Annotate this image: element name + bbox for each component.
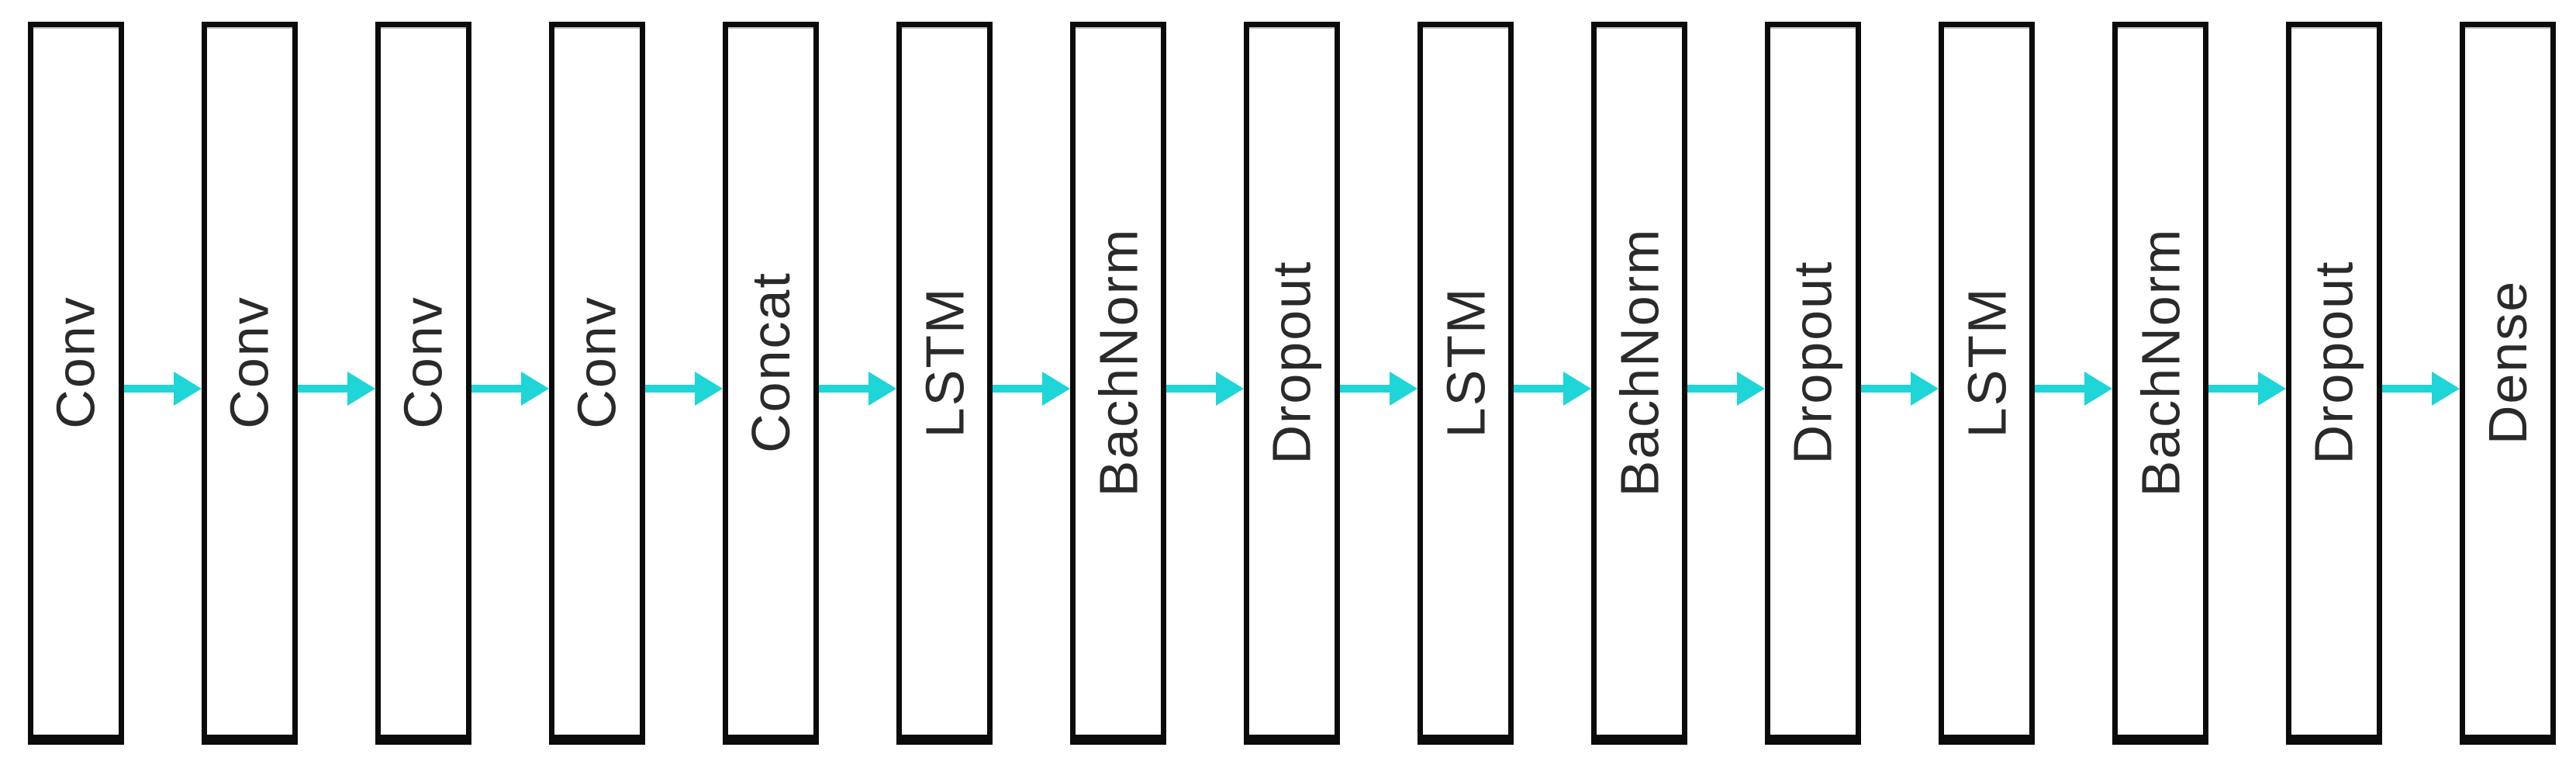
flow-arrow-icon — [1861, 372, 1939, 406]
arrow-shaft — [1166, 385, 1219, 393]
arrow-shaft — [1514, 385, 1566, 393]
arrow-head — [695, 372, 723, 406]
flow-arrow-icon — [1687, 372, 1765, 406]
flow-arrow-icon — [645, 372, 723, 406]
layer-label: Conv — [219, 296, 281, 429]
layer-box-dropout-7: Dropout — [1244, 22, 1340, 745]
arrow-shaft — [819, 385, 872, 393]
layer-box-lstm-8: LSTM — [1417, 22, 1514, 745]
flow-arrow-icon — [993, 372, 1070, 406]
arrow-shaft — [645, 385, 698, 393]
layer-box-concat-4: Concat — [723, 22, 819, 745]
layer-box-bachnorm-12: BachNorm — [2112, 22, 2208, 745]
layer-box-conv-0: Conv — [28, 22, 124, 745]
arrow-shaft — [2035, 385, 2087, 393]
flow-arrow-icon — [2208, 372, 2286, 406]
flow-arrow-icon — [124, 372, 202, 406]
layer-box-lstm-5: LSTM — [896, 22, 993, 745]
layer-label: LSTM — [1435, 286, 1497, 438]
layer-box-conv-1: Conv — [202, 22, 298, 745]
layer-box-dropout-10: Dropout — [1765, 22, 1861, 745]
arrow-head — [1042, 372, 1070, 406]
flow-arrow-icon — [819, 372, 896, 406]
layer-box-lstm-11: LSTM — [1939, 22, 2035, 745]
arrow-shaft — [1861, 385, 1914, 393]
arrow-shaft — [2208, 385, 2261, 393]
layer-box-bachnorm-9: BachNorm — [1591, 22, 1687, 745]
flow-arrow-icon — [1166, 372, 1244, 406]
layer-box-dropout-13: Dropout — [2286, 22, 2382, 745]
layer-label: BachNorm — [1609, 227, 1670, 497]
layer-label: Concat — [741, 272, 802, 453]
layer-label: Dense — [2478, 279, 2538, 445]
arrow-head — [2432, 372, 2460, 406]
layer-box-dense-14: Dense — [2460, 22, 2556, 745]
layer-box-bachnorm-6: BachNorm — [1070, 22, 1166, 745]
arrow-head — [174, 372, 202, 406]
arrow-shaft — [1340, 385, 1393, 393]
flow-arrow-icon — [1340, 372, 1417, 406]
flow-arrow-icon — [1514, 372, 1591, 406]
flow-arrow-icon — [2035, 372, 2112, 406]
flow-arrow-icon — [471, 372, 549, 406]
layer-label: Conv — [567, 296, 628, 429]
arrow-shaft — [471, 385, 524, 393]
layer-label: BachNorm — [1088, 227, 1148, 497]
arrow-shaft — [124, 385, 177, 393]
layer-box-conv-2: Conv — [375, 22, 471, 745]
arrow-head — [347, 372, 375, 406]
arrow-shaft — [993, 385, 1045, 393]
layer-label: LSTM — [914, 286, 975, 438]
flow-arrow-icon — [298, 372, 375, 406]
arrow-shaft — [298, 385, 350, 393]
layer-label: Dropout — [1262, 260, 1323, 465]
layer-label: Dropout — [2304, 260, 2365, 465]
arrow-head — [1737, 372, 1765, 406]
arrow-shaft — [1687, 385, 1740, 393]
layer-label: BachNorm — [2130, 227, 2191, 497]
layer-label: LSTM — [1956, 286, 2018, 438]
layer-box-conv-3: Conv — [549, 22, 645, 745]
arrow-head — [1216, 372, 1244, 406]
arrow-head — [1390, 372, 1417, 406]
arrow-shaft — [2382, 385, 2435, 393]
arrow-head — [2084, 372, 2112, 406]
layer-label: Conv — [46, 296, 107, 429]
arrow-head — [1563, 372, 1591, 406]
layer-label: Dropout — [1783, 260, 1844, 465]
arrow-head — [521, 372, 549, 406]
arrow-head — [868, 372, 896, 406]
flow-arrow-icon — [2382, 372, 2460, 406]
arrow-head — [2258, 372, 2286, 406]
arrow-head — [1911, 372, 1939, 406]
layer-label: Conv — [393, 296, 454, 429]
